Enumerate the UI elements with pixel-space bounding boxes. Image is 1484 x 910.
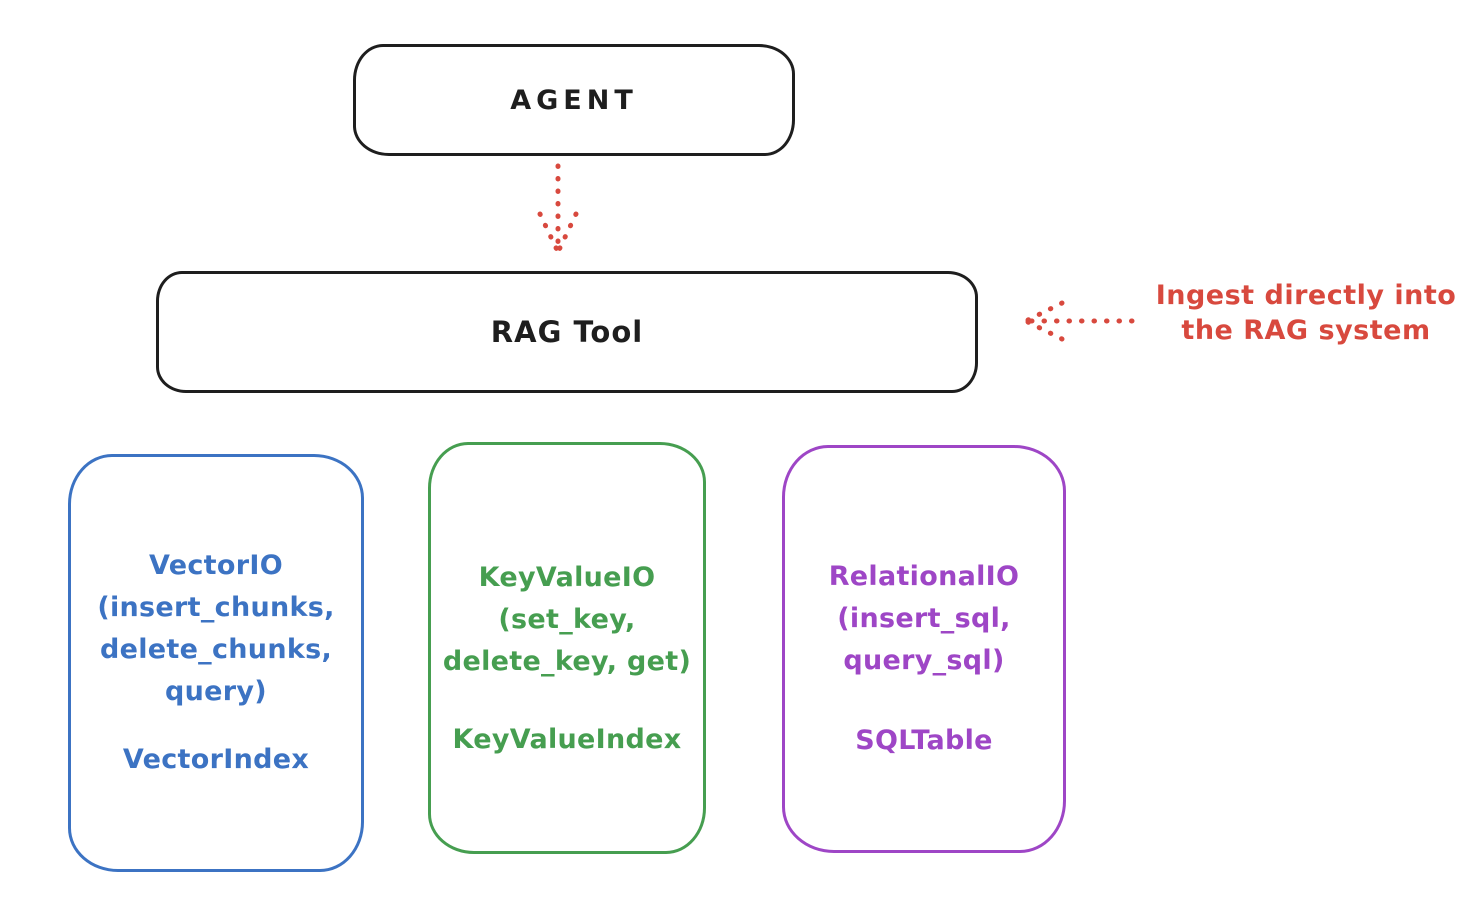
keyvalue-io-methods: (set_key, delete_key, get) bbox=[442, 604, 692, 677]
vector-io-title: VectorIO bbox=[149, 550, 283, 581]
ingest-annotation: Ingest directly into the RAG system bbox=[1155, 280, 1457, 347]
rag-tool-box: RAG Tool bbox=[156, 271, 978, 393]
agent-box-label: AGENT bbox=[510, 84, 638, 116]
keyvalue-io-title: KeyValueIO bbox=[478, 562, 656, 593]
relational-io-card: RelationalIO (insert_sql, query_sql) SQL… bbox=[782, 445, 1066, 853]
annotation-to-ragtool-dotted-arrow-icon bbox=[1023, 300, 1135, 342]
vector-io-card: VectorIO (insert_chunks, delete_chunks, … bbox=[68, 454, 364, 872]
vector-index-label: VectorIndex bbox=[122, 744, 310, 775]
sql-table-label: SQLTable bbox=[855, 725, 993, 756]
rag-tool-box-label: RAG Tool bbox=[490, 315, 644, 349]
agent-box: AGENT bbox=[353, 44, 795, 156]
keyvalue-index-label: KeyValueIndex bbox=[452, 724, 682, 755]
vector-io-methods: (insert_chunks, delete_chunks, query) bbox=[97, 592, 335, 707]
keyvalue-io-card: KeyValueIO (set_key, delete_key, get) Ke… bbox=[428, 442, 706, 854]
agent-to-ragtool-dotted-arrow-icon bbox=[537, 163, 579, 255]
relational-io-methods: (insert_sql, query_sql) bbox=[837, 603, 1011, 676]
relational-io-title: RelationalIO bbox=[828, 561, 1020, 592]
